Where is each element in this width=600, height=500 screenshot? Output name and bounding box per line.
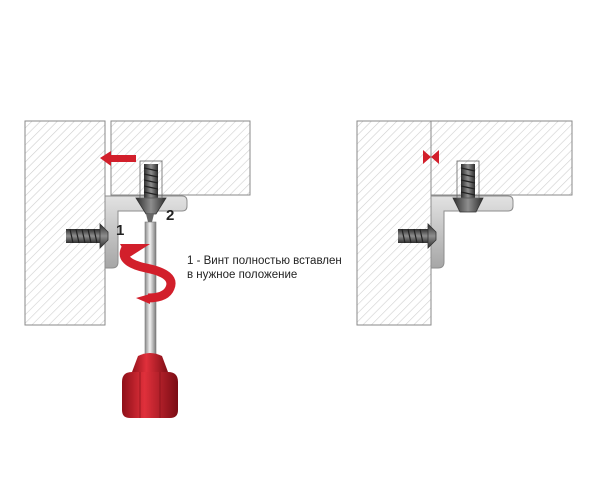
right-vertical-panel [356,120,432,326]
right-illustration [356,120,573,326]
caption-line-1: 1 - Винт полностью вставлен [187,255,342,267]
left-vertical-screw [135,160,167,215]
instruction-caption: 1 - Винт полностью вставлен в нужное пол… [187,254,342,282]
left-vertical-panel [24,120,106,326]
marker-1: 1 [116,222,125,239]
marker-2: 2 [166,207,175,224]
screwdriver [122,214,178,418]
rotate-arrow-icon [119,244,176,304]
caption-line-2: в нужное положение [187,269,298,281]
right-horizontal-screw [398,223,437,249]
arrow-left-icon [100,151,136,166]
left-illustration [24,120,251,418]
right-top-panel [430,120,573,196]
close-gap-icon [423,150,439,164]
right-vertical-screw [452,160,484,213]
left-horizontal-screw [66,223,109,249]
